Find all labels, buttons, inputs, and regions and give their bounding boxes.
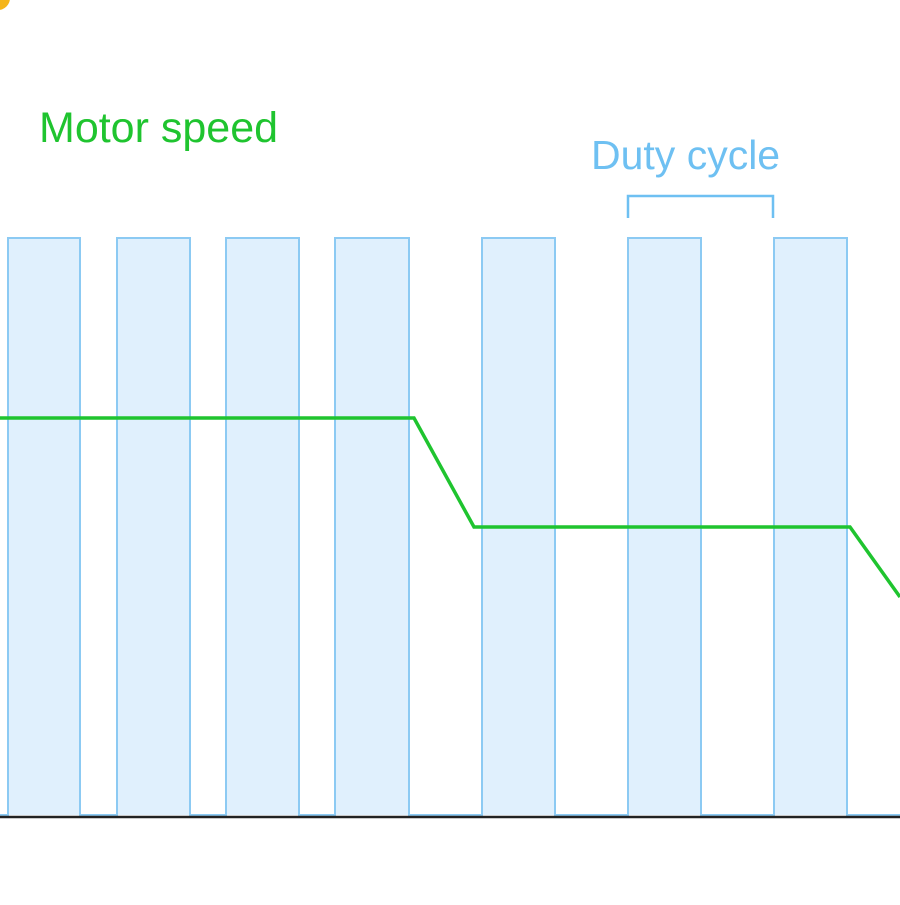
corner-decoration-icon — [0, 0, 10, 10]
pwm-pulse — [8, 238, 80, 815]
pwm-square-wave — [0, 237, 900, 816]
pwm-pulse — [117, 238, 190, 815]
pwm-pulse — [335, 238, 409, 815]
pwm-pulse — [226, 238, 299, 815]
motor-speed-line — [0, 416, 900, 599]
duty-cycle-bracket — [626, 194, 775, 218]
duty-cycle-label: Duty cycle — [591, 132, 781, 178]
motor-speed-label: Motor speed — [39, 104, 279, 152]
